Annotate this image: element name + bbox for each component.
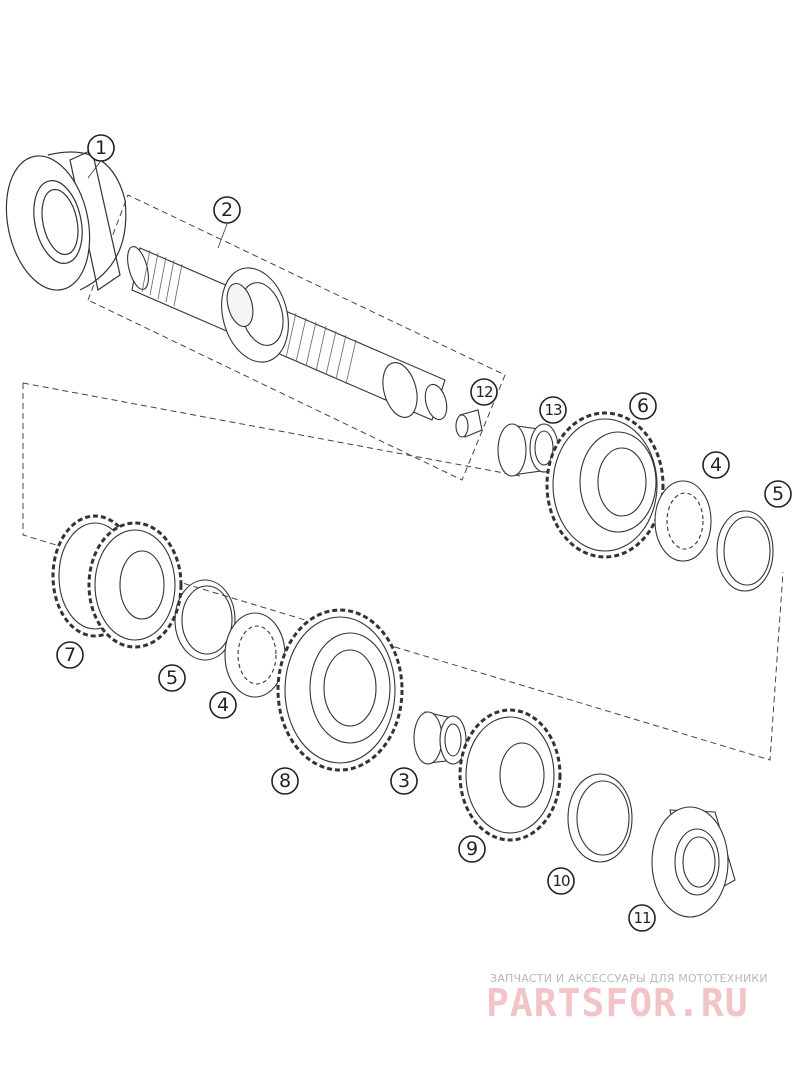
gear-part-9 [460, 710, 560, 840]
svg-text:1: 1 [95, 137, 107, 159]
svg-text:5: 5 [166, 667, 178, 689]
callout-13: 13 [539, 396, 567, 424]
callout-12: 12 [470, 378, 498, 406]
callout-7: 7 [56, 641, 84, 669]
callout-9: 9 [458, 835, 486, 863]
callout-2: 2 [213, 196, 241, 224]
svg-text:2: 2 [221, 199, 233, 221]
callout-3: 3 [390, 767, 418, 795]
assembly-outline-gears [22, 382, 784, 761]
callout-5-upper: 5 [764, 480, 792, 508]
svg-text:5: 5 [772, 483, 784, 505]
svg-text:7: 7 [64, 644, 76, 666]
watermark-logo: PARTSFOR.RU [486, 983, 749, 1023]
svg-text:13: 13 [544, 401, 562, 419]
assembly-outline-shaft [87, 194, 506, 481]
svg-text:PARTSFOR.RU: PARTSFOR.RU [486, 983, 749, 1023]
callout-4-upper: 4 [702, 451, 730, 479]
washer-part-10 [568, 774, 632, 862]
svg-text:4: 4 [217, 694, 229, 716]
svg-text:11: 11 [633, 909, 651, 927]
shaft-part-2 [124, 244, 451, 422]
circlip-part-5-lower [175, 580, 235, 660]
washer-part-4-upper [655, 481, 711, 561]
needle-bearing-part-13 [498, 424, 558, 476]
leader-lines [87, 161, 228, 249]
svg-text:3: 3 [398, 770, 410, 792]
svg-text:4: 4 [710, 454, 722, 476]
watermark-tagline: ЗАПЧАСТИ И АКСЕССУАРЫ ДЛЯ МОТОТЕХНИКИ [490, 972, 768, 985]
callout-8: 8 [271, 767, 299, 795]
svg-text:10: 10 [552, 872, 570, 890]
sleeve-part-12 [456, 410, 482, 437]
svg-text:8: 8 [279, 770, 291, 792]
callout-6: 6 [629, 392, 657, 420]
callout-4-lower: 4 [209, 691, 237, 719]
svg-text:12: 12 [475, 383, 493, 401]
washer-part-4-lower [225, 613, 285, 697]
svg-text:9: 9 [466, 838, 478, 860]
circlip-part-5-upper [717, 511, 773, 591]
gear-part-7 [53, 516, 181, 647]
gear-part-6 [547, 413, 663, 557]
callout-11: 11 [628, 904, 656, 932]
needle-bearing-part-3 [414, 712, 466, 764]
bearing-part-1 [0, 148, 126, 298]
callout-1: 1 [87, 134, 115, 162]
gear-part-8 [278, 610, 402, 770]
callout-10: 10 [547, 867, 575, 895]
svg-text:6: 6 [637, 395, 649, 417]
callout-5-lower: 5 [158, 664, 186, 692]
bearing-part-11 [652, 807, 735, 917]
